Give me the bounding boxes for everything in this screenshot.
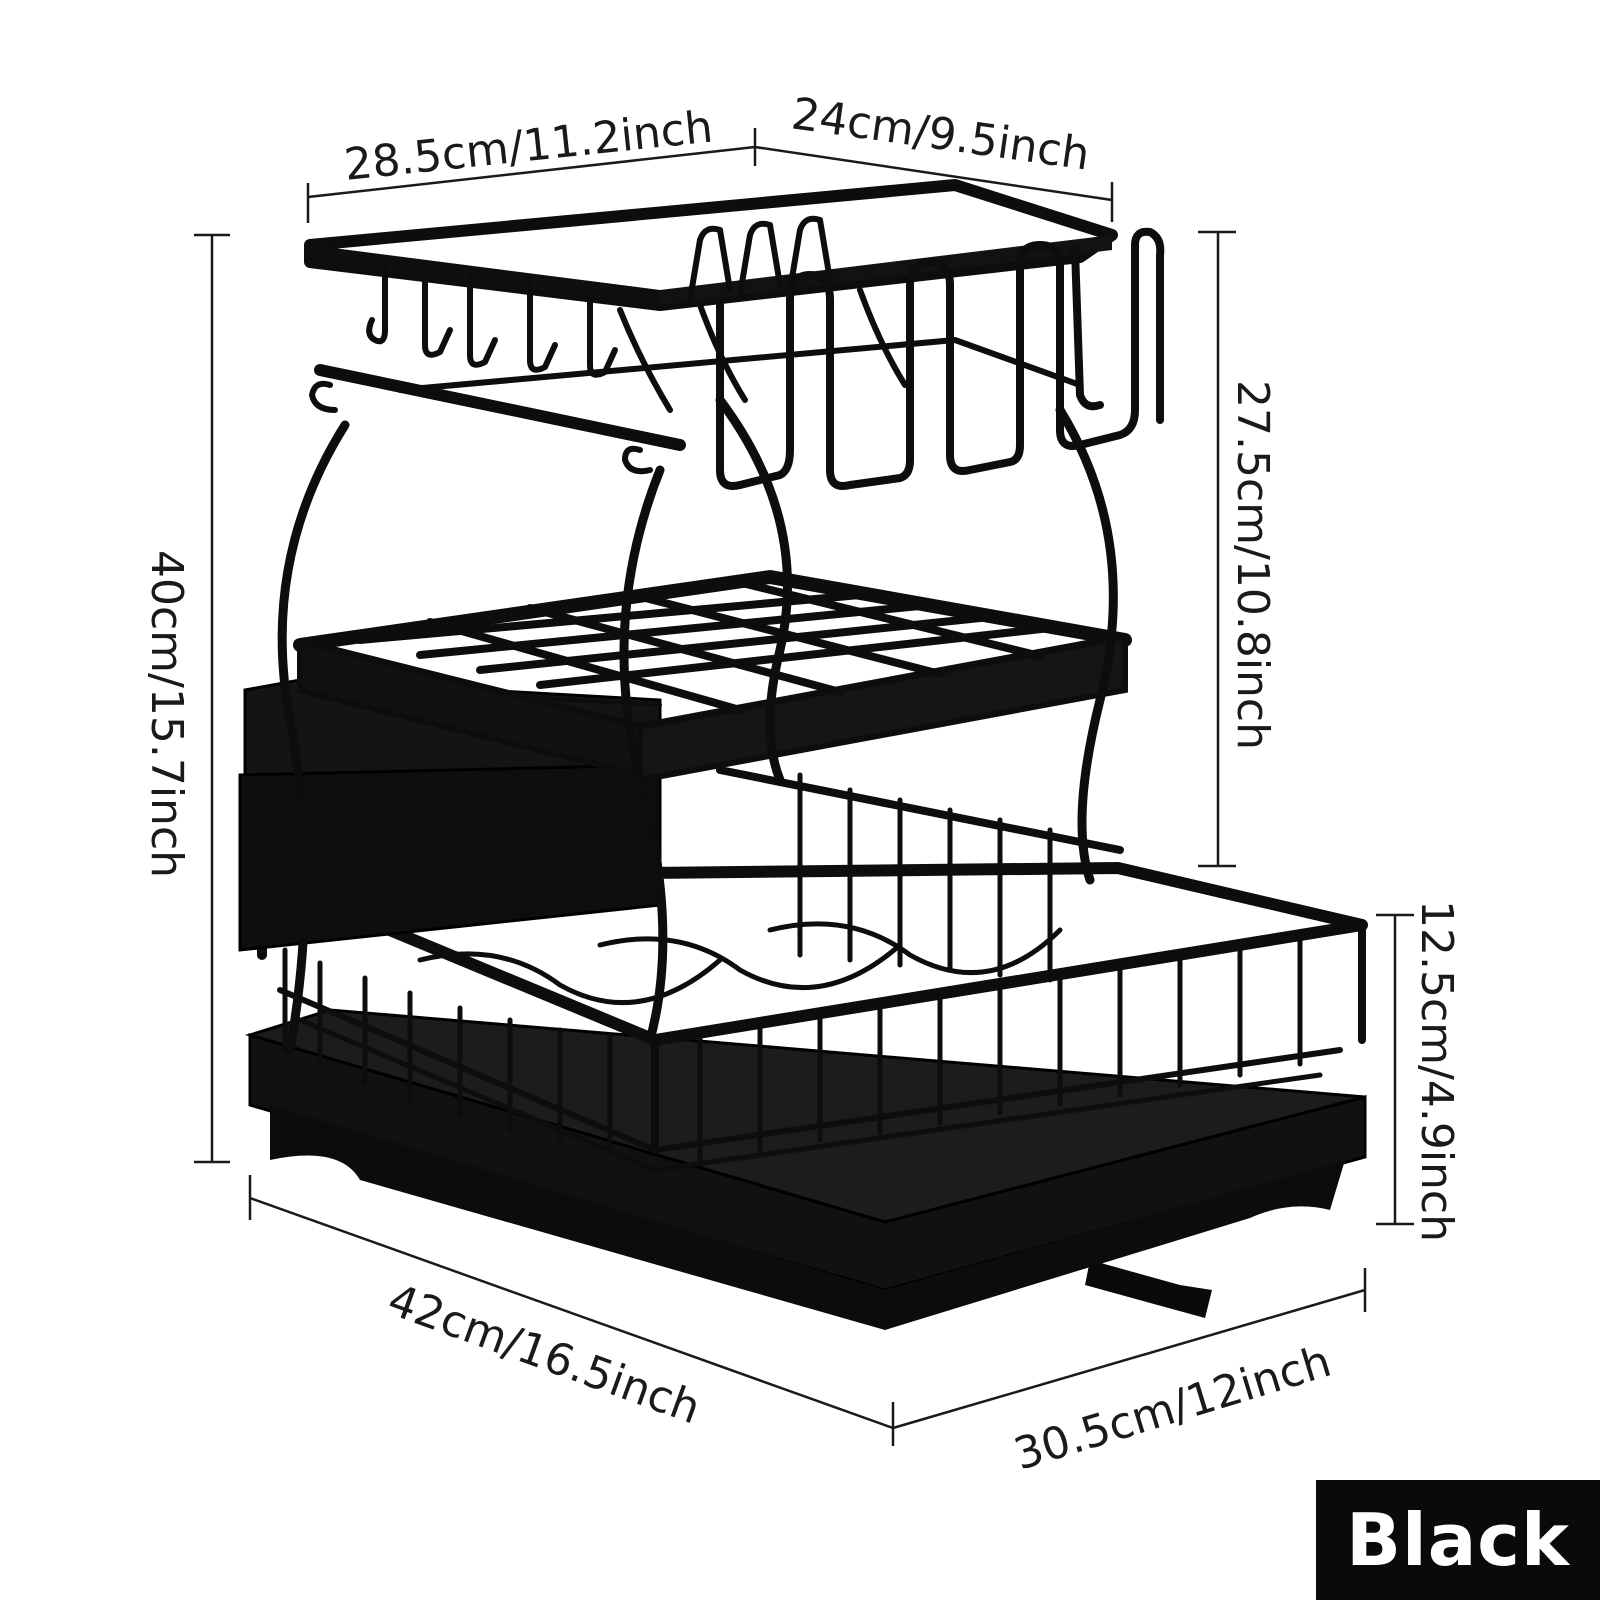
color-badge: Black: [1316, 1480, 1600, 1600]
top-shelf: [304, 179, 1165, 490]
total-height-label: 40cm/15.7inch: [141, 550, 192, 878]
dish-rack-illustration: [238, 179, 1368, 1330]
top-width-label: 28.5cm/11.2inch: [342, 102, 715, 191]
upper-height-label: 27.5cm/10.8inch: [1227, 380, 1278, 750]
bottom-basket: [256, 766, 1368, 1173]
base-depth-label: 30.5cm/12inch: [1008, 1336, 1337, 1481]
middle-shelf: [293, 570, 1132, 784]
dimension-lines: [194, 128, 1414, 1446]
basket-height-label: 12.5cm/4.9inch: [1411, 900, 1462, 1242]
drip-tray: [244, 1008, 1367, 1330]
top-depth-label: 24cm/9.5inch: [788, 88, 1092, 180]
side-frames: [277, 395, 1118, 1055]
color-badge-label: Black: [1346, 1498, 1570, 1582]
base-length-label: 42cm/16.5inch: [381, 1274, 707, 1434]
